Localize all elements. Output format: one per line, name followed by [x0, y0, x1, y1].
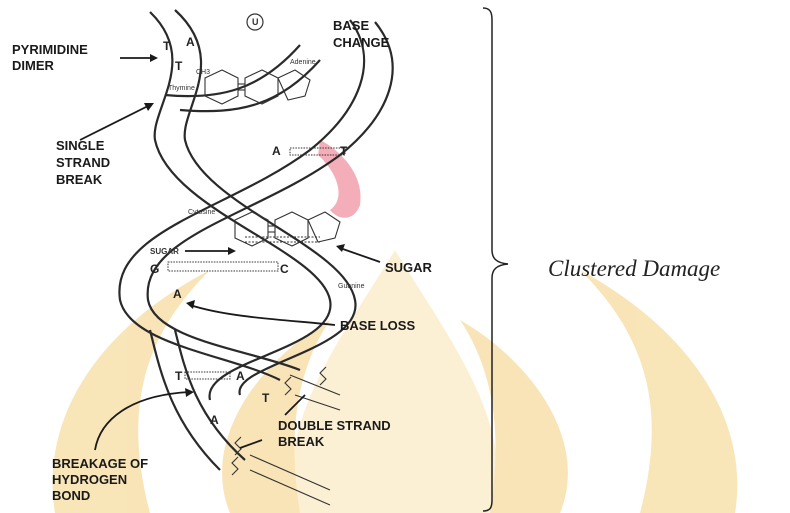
sugar-right-pointer: [340, 248, 380, 262]
svg-text:HYDROGEN: HYDROGEN: [52, 472, 127, 487]
pair2-c: C: [280, 262, 289, 276]
svg-text:CHANGE: CHANGE: [333, 35, 390, 50]
pair3-a: A: [236, 369, 245, 383]
svg-text:BREAK: BREAK: [278, 434, 325, 449]
pair3-t: T: [175, 369, 183, 383]
sugar-left-label: SUGAR: [150, 247, 179, 256]
pair2-g: G: [150, 262, 159, 276]
svg-text:DIMER: DIMER: [12, 58, 55, 73]
cytosine-label: Cytosine: [188, 209, 215, 216]
gc-rung: [168, 262, 278, 271]
base-loss-pointer: [190, 305, 335, 325]
clustered-damage-caption: Clustered Damage: [548, 256, 720, 281]
svg-text:BOND: BOND: [52, 488, 90, 503]
base-change-label: BASE CHANGE: [333, 18, 390, 50]
svg-text:BASE: BASE: [333, 18, 369, 33]
cytosine-guanine-molecule: [235, 212, 340, 246]
adenine-label: Adenine: [290, 59, 316, 66]
single-strand-break-pointer: [80, 105, 150, 140]
base-loss-arrowhead: [186, 300, 195, 309]
svg-text:DOUBLE STRAND: DOUBLE STRAND: [278, 418, 391, 433]
svg-text:BREAK: BREAK: [56, 172, 103, 187]
watermark-flame-right: [580, 270, 737, 513]
ch3-label: CH3: [196, 69, 210, 76]
watermark: [53, 250, 738, 513]
pyrimidine-dimer-label: PYRIMIDINE DIMER: [12, 42, 88, 73]
sugar-right-arrowhead: [336, 244, 345, 252]
lower-a: A: [210, 413, 219, 427]
guanine-label: Guanine: [338, 283, 365, 290]
svg-text:BREAKAGE OF: BREAKAGE OF: [52, 456, 148, 471]
thymine-label: Thymine: [168, 85, 195, 92]
thymine-adenine-molecule: [205, 70, 310, 104]
svg-text:PYRIMIDINE: PYRIMIDINE: [12, 42, 88, 57]
pair1-a: A: [272, 144, 281, 158]
loss-a: A: [173, 287, 182, 301]
pair1-t: T: [340, 144, 348, 158]
svg-text:STRAND: STRAND: [56, 155, 110, 170]
single-strand-break-label: SINGLE STRAND BREAK: [56, 138, 110, 187]
dimer-t2: T: [175, 59, 183, 73]
dimer-t1: T: [163, 39, 171, 53]
base-loss-label: BASE LOSS: [340, 318, 415, 333]
dimer-a: A: [186, 35, 195, 49]
lower-t: T: [262, 391, 270, 405]
sugar-right-label: SUGAR: [385, 260, 433, 275]
sugar-left-arrowhead: [228, 247, 236, 255]
u-label: U: [252, 17, 259, 27]
pyrimidine-dimer-arrowhead: [150, 54, 158, 62]
